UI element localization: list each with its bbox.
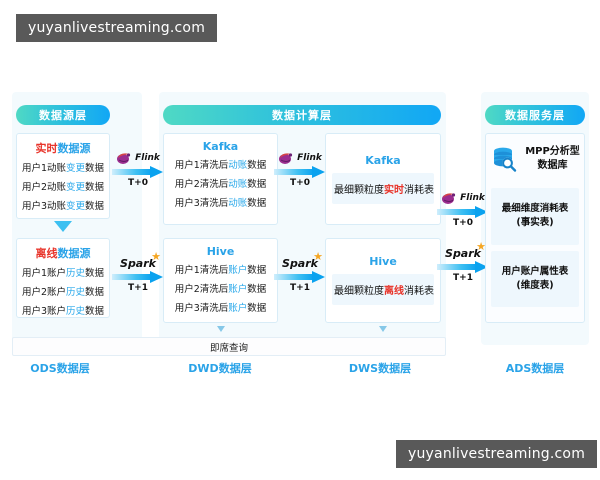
ads-fact-table-label: 最细维度消耗表 (事实表) bbox=[491, 188, 579, 245]
spark-logo-text: Spark bbox=[120, 257, 156, 270]
arrow-right-icon bbox=[274, 166, 326, 178]
down-arrow-icon bbox=[379, 326, 387, 332]
flink-logo-text: Flink bbox=[460, 193, 485, 203]
connector-flink-dws-to-ads: Flink T+0 bbox=[437, 187, 489, 228]
star-icon: ★ bbox=[151, 250, 161, 263]
arrow-right-icon bbox=[437, 261, 489, 273]
list-item: 用户3动账变更数据 bbox=[21, 200, 105, 212]
arrow-right-icon bbox=[112, 166, 164, 178]
flink-logo-text: Flink bbox=[297, 153, 322, 163]
header-pill-service-layer: 数据服务层 bbox=[485, 105, 585, 125]
card-realtime-source: 实时数据源 用户1动账变更数据 用户2动账变更数据 用户3动账变更数据 bbox=[16, 133, 110, 219]
ads-dimension-table-label: 用户账户属性表 (维度表) bbox=[491, 250, 579, 307]
connector-spark-dwd-to-dws: Spark★ T+1 bbox=[274, 250, 326, 293]
connector-flink-ods-to-dwd: Flink T+0 bbox=[112, 147, 164, 188]
connector-latency-label: T+0 bbox=[453, 218, 473, 228]
mpp-database-label: MPP分析型 数据库 bbox=[525, 146, 580, 171]
list-item: 用户1清洗后动账数据 bbox=[174, 160, 267, 171]
list-item: 用户2清洗后动账数据 bbox=[174, 178, 267, 190]
list-item: 用户1动账变更数据 bbox=[21, 163, 105, 174]
connector-latency-label: T+0 bbox=[128, 178, 148, 188]
connector-spark-dws-to-ads: Spark★ T+1 bbox=[437, 240, 489, 283]
arrow-right-icon bbox=[112, 271, 164, 283]
adhoc-query-bar: 即席查询 bbox=[12, 337, 446, 356]
arrow-right-icon bbox=[274, 271, 326, 283]
spark-logo-icon: Spark★ bbox=[274, 250, 326, 270]
star-icon: ★ bbox=[313, 250, 323, 263]
card-dwd-kafka: Kafka 用户1清洗后动账数据 用户2清洗后动账数据 用户3清洗后动账数据 bbox=[163, 133, 278, 225]
connector-latency-label: T+0 bbox=[290, 178, 310, 188]
card-title-realtime-source: 实时数据源 bbox=[35, 142, 91, 155]
list-item: 用户1清洗后账户数据 bbox=[174, 265, 267, 276]
arrow-right-icon bbox=[437, 206, 489, 218]
layer-labels-row: ODS数据层 DWD数据层 DWS数据层 ADS数据层 bbox=[0, 360, 600, 382]
star-icon: ★ bbox=[476, 240, 486, 253]
database-search-icon bbox=[490, 144, 520, 174]
down-arrow-icon bbox=[54, 221, 72, 232]
list-item: 用户2动账变更数据 bbox=[21, 181, 105, 193]
card-offline-source: 离线数据源 用户1账户历史数据 用户2账户历史数据 用户3账户历史数据 bbox=[16, 238, 110, 318]
watermark-bottom: yuyanlivestreaming.com bbox=[396, 440, 598, 468]
list-item: 用户3账户历史数据 bbox=[21, 305, 105, 317]
connector-latency-label: T+1 bbox=[290, 283, 310, 293]
list-item: 用户1账户历史数据 bbox=[21, 268, 105, 279]
card-dws-hive: Hive 最细颗粒度离线消耗表 bbox=[325, 238, 441, 323]
flink-logo-icon: Flink bbox=[274, 147, 326, 165]
mpp-database-block: MPP分析型 数据库 bbox=[486, 134, 584, 182]
down-arrow-icon bbox=[217, 326, 225, 332]
layer-label-ads: ADS数据层 bbox=[505, 362, 565, 375]
dws-kafka-table-label: 最细颗粒度实时消耗表 bbox=[332, 173, 434, 204]
flink-logo-icon: Flink bbox=[112, 147, 164, 165]
flink-logo-icon: Flink bbox=[437, 187, 489, 205]
spark-logo-icon: Spark★ bbox=[112, 250, 164, 270]
card-dws-kafka: Kafka 最细颗粒度实时消耗表 bbox=[325, 133, 441, 225]
list-item: 用户2账户历史数据 bbox=[21, 286, 105, 298]
header-pill-compute-layer: 数据计算层 bbox=[163, 105, 441, 125]
list-item: 用户2清洗后账户数据 bbox=[174, 283, 267, 295]
card-title-dws-hive: Hive bbox=[369, 255, 397, 268]
card-title-dws-kafka: Kafka bbox=[365, 154, 401, 167]
connector-flink-dwd-to-dws: Flink T+0 bbox=[274, 147, 326, 188]
list-item: 用户3清洗后账户数据 bbox=[174, 302, 267, 314]
card-dwd-hive: Hive 用户1清洗后账户数据 用户2清洗后账户数据 用户3清洗后账户数据 bbox=[163, 238, 278, 323]
card-title-dwd-kafka: Kafka bbox=[202, 140, 239, 153]
dws-hive-table-label: 最细颗粒度离线消耗表 bbox=[332, 274, 434, 305]
spark-logo-text: Spark bbox=[445, 247, 481, 260]
spark-logo-text: Spark bbox=[282, 257, 318, 270]
card-ads-service: MPP分析型 数据库 最细维度消耗表 (事实表) 用户账户属性表 (维度表) bbox=[485, 133, 585, 323]
card-title-offline-source: 离线数据源 bbox=[35, 247, 91, 260]
connector-latency-label: T+1 bbox=[128, 283, 148, 293]
layer-label-ods: ODS数据层 bbox=[30, 362, 90, 375]
header-pill-source-layer: 数据源层 bbox=[16, 105, 110, 125]
watermark-top: yuyanlivestreaming.com bbox=[16, 14, 218, 42]
layer-label-dwd: DWD数据层 bbox=[188, 362, 252, 375]
connector-latency-label: T+1 bbox=[453, 273, 473, 283]
flink-logo-text: Flink bbox=[135, 153, 160, 163]
card-title-dwd-hive: Hive bbox=[206, 245, 235, 258]
list-item: 用户3清洗后动账数据 bbox=[174, 197, 267, 209]
connector-spark-ods-to-dwd: Spark★ T+1 bbox=[112, 250, 164, 293]
spark-logo-icon: Spark★ bbox=[437, 240, 489, 260]
layer-label-dws: DWS数据层 bbox=[348, 362, 412, 375]
architecture-diagram: 数据源层 数据计算层 数据服务层 实时数据源 用户1动账变更数据 用户2动账变更… bbox=[0, 92, 600, 382]
